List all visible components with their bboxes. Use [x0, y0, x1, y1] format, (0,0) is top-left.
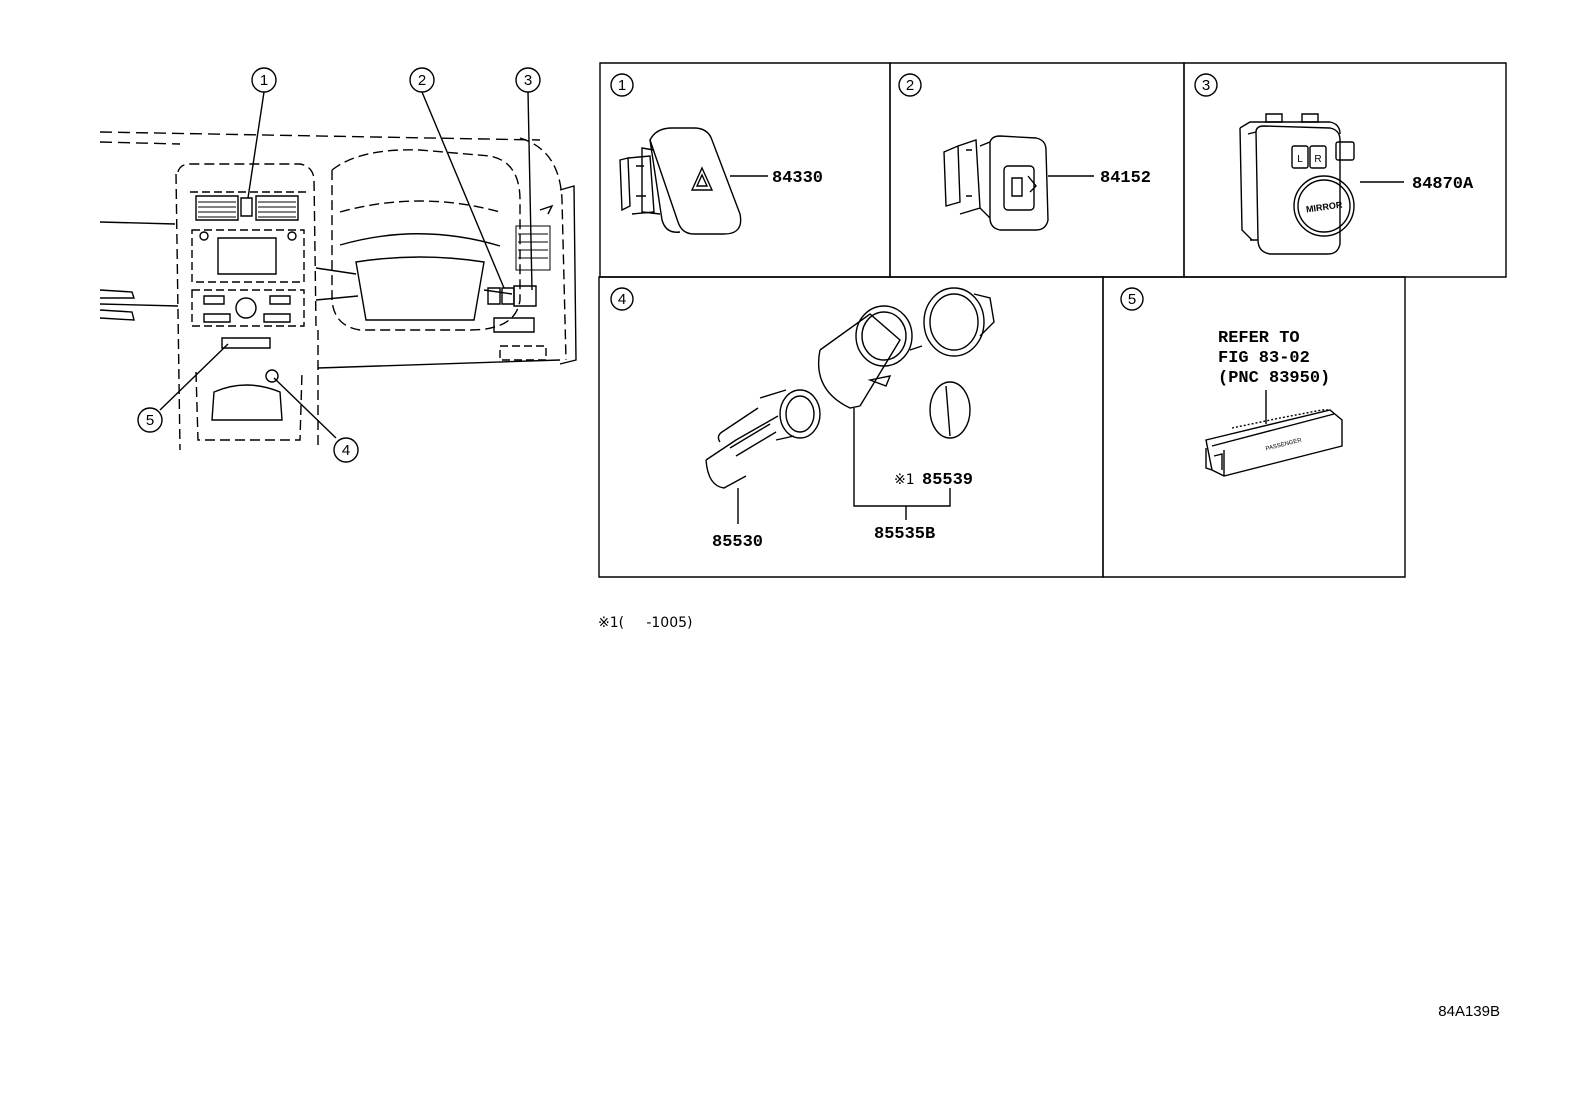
- dimmer-switch-drawing: [944, 136, 1094, 230]
- callout-circle-1-panel: [611, 74, 633, 96]
- part-number-85535b: 85535B: [874, 525, 935, 544]
- callout-circle-5-overview: [138, 408, 162, 432]
- hazard-switch-location: [241, 198, 252, 216]
- callout-circle-3-overview: [516, 68, 540, 92]
- part-number-84152: 84152: [1100, 169, 1151, 188]
- callout-2-overview: 2: [418, 72, 426, 89]
- part-number-85539: 85539: [922, 471, 973, 490]
- mirror-joystick: [1294, 176, 1354, 236]
- figure-code: 84A139B: [1438, 1003, 1500, 1020]
- mirror-l-label: L: [1297, 154, 1303, 165]
- callout-1-panel: 1: [618, 77, 626, 94]
- callout-3-overview: 3: [524, 72, 532, 89]
- vent-left: [196, 196, 238, 220]
- mirror-l-button: [1292, 146, 1308, 168]
- hazard-switch-drawing: [620, 128, 768, 234]
- power-outlet-location: [266, 370, 278, 382]
- callout-circle-1-overview: [252, 68, 276, 92]
- callout-5-panel: 5: [1128, 291, 1136, 308]
- callout-4-panel: 4: [618, 291, 626, 308]
- panel-5-frame: [1103, 277, 1405, 577]
- panel-3-frame: [1184, 63, 1506, 277]
- mirror-r-label: R: [1314, 154, 1321, 165]
- panel-4-frame: [599, 277, 1103, 577]
- callout-4-overview: 4: [342, 442, 350, 459]
- mirror-switch-drawing: [1240, 114, 1404, 254]
- passenger-label: PASSENGER: [1265, 437, 1303, 452]
- callout-circle-2-panel: [899, 74, 921, 96]
- panel-1-frame: [600, 63, 890, 277]
- callout-circle-2-overview: [410, 68, 434, 92]
- callout-1-overview: 1: [260, 72, 268, 89]
- callout-circle-3-panel: [1195, 74, 1217, 96]
- refer-note-line-2: FIG 83-02: [1218, 349, 1310, 368]
- mirror-switch-location: [488, 288, 500, 304]
- part-number-84870a: 84870A: [1412, 175, 1474, 194]
- passenger-indicator-drawing: [1206, 390, 1342, 476]
- vent-right: [256, 196, 298, 220]
- callout-3-panel: 3: [1202, 77, 1210, 94]
- mirror-r-button: [1310, 146, 1326, 168]
- hazard-icon: [692, 168, 712, 190]
- part-note-marker: ※1: [894, 472, 915, 488]
- audio-panel: [192, 230, 304, 282]
- seat-switch-location: [222, 338, 270, 348]
- callout-2-panel: 2: [906, 77, 914, 94]
- callout-circle-5-panel: [1121, 288, 1143, 310]
- callout-circle-4-panel: [611, 288, 633, 310]
- dashboard-overview: [100, 92, 576, 450]
- part-number-84330: 84330: [772, 169, 823, 188]
- callout-5-overview: 5: [146, 412, 154, 429]
- refer-note-line-1: REFER TO: [1218, 329, 1300, 348]
- footnote: ※1( -1005): [598, 615, 693, 631]
- power-outlet-drawing: [706, 288, 994, 524]
- part-number-85530: 85530: [712, 533, 763, 552]
- mirror-switch-label: MIRROR: [1305, 199, 1343, 214]
- callout-circle-4-overview: [334, 438, 358, 462]
- refer-note-line-3: (PNC 83950): [1218, 369, 1330, 388]
